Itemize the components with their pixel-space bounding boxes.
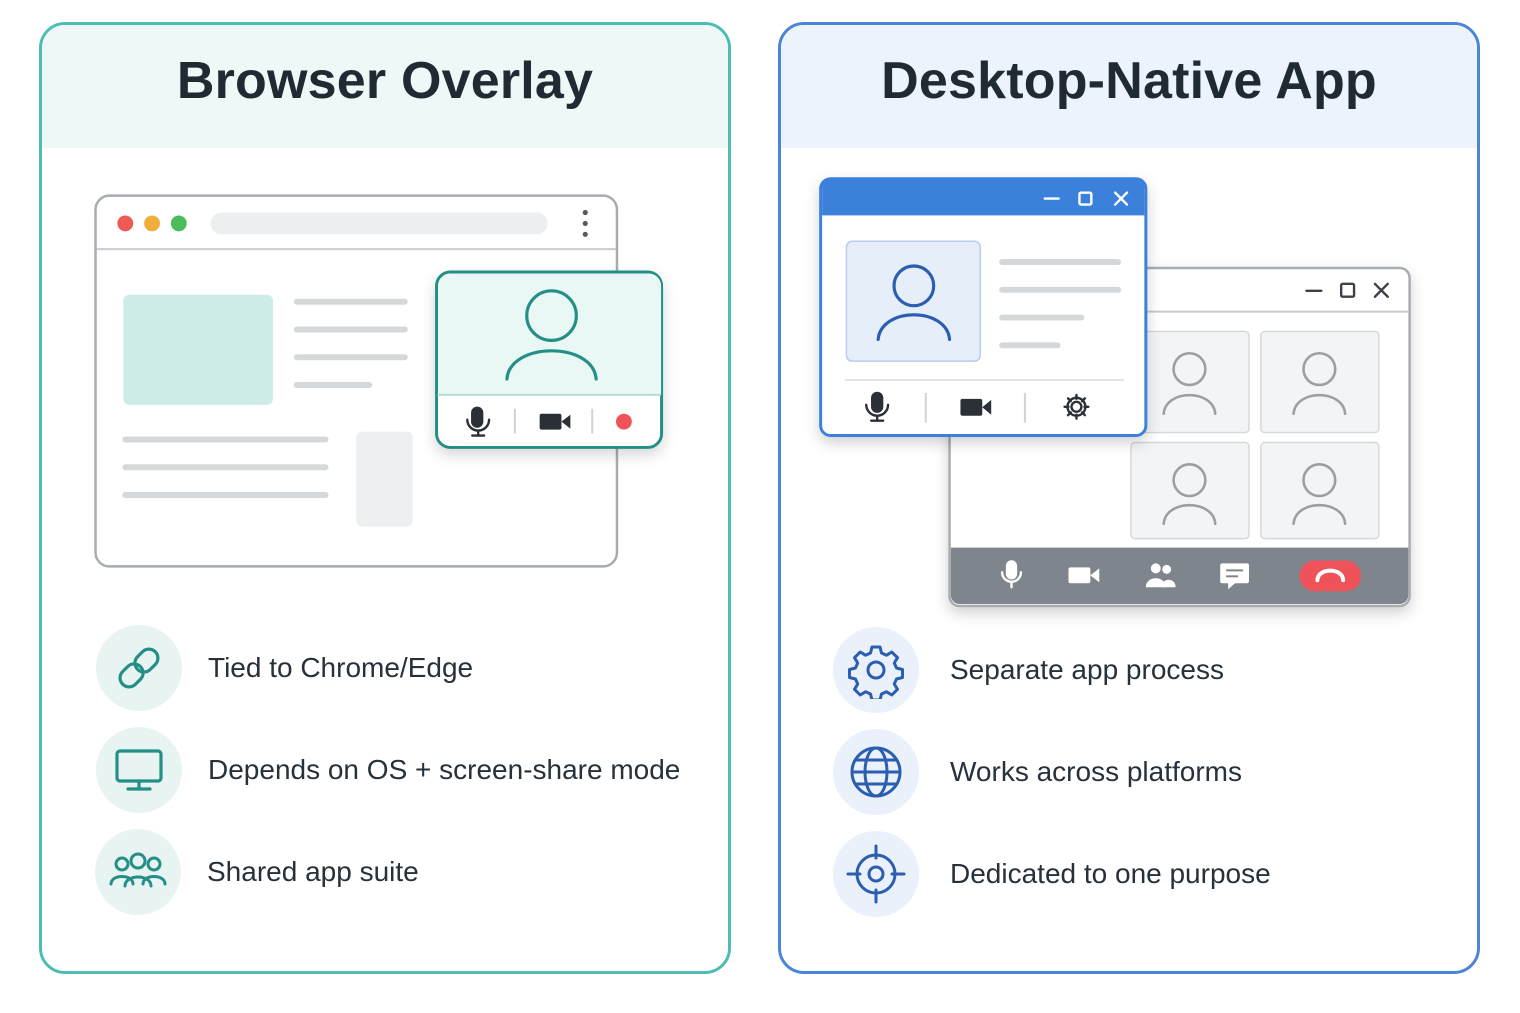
- feature-tied-to-browser: Tied to Chrome/Edge: [96, 625, 473, 711]
- self-view-avatar-icon: [876, 264, 952, 341]
- bar-participants-icon[interactable]: [1145, 563, 1176, 588]
- overlay-mic-icon: [466, 406, 491, 437]
- self-view-maximize-icon[interactable]: [1078, 191, 1093, 206]
- feature-os-dependency: Depends on OS + screen-share mode: [96, 727, 680, 813]
- meeting-close-icon[interactable]: [1373, 282, 1389, 298]
- bar-mic-icon[interactable]: [1000, 560, 1023, 589]
- window-maximize-dot: [170, 215, 187, 232]
- feature-label: Shared app suite: [207, 856, 419, 887]
- self-view-titlebar: [822, 179, 1145, 216]
- feature-label: Works across platforms: [950, 756, 1242, 787]
- self-view-video: [845, 240, 982, 362]
- self-view-mic-icon[interactable]: [865, 391, 890, 422]
- overlay-record-icon: [615, 413, 632, 430]
- self-view-text-lines: [999, 259, 1122, 349]
- globe-icon: [833, 729, 919, 815]
- self-view-settings-icon[interactable]: [1063, 393, 1090, 420]
- link-icon: [96, 625, 182, 711]
- self-view-camera-icon[interactable]: [960, 398, 992, 416]
- kebab-menu-icon: [582, 209, 588, 237]
- window-close-dot: [117, 215, 134, 232]
- overlay-camera-icon: [539, 413, 571, 430]
- bar-chat-icon[interactable]: [1220, 563, 1249, 590]
- gear-icon: [833, 627, 919, 713]
- feature-cross-platform: Works across platforms: [833, 729, 1242, 815]
- feature-dedicated-purpose: Dedicated to one purpose: [833, 831, 1271, 917]
- participant-tiles: [1130, 330, 1380, 540]
- desktop-native-illustration: [819, 177, 1411, 608]
- feature-separate-process: Separate app process: [833, 627, 1224, 713]
- content-text-lines: [122, 298, 408, 498]
- sidebar-placeholder: [356, 431, 413, 527]
- self-view-close-icon[interactable]: [1113, 191, 1129, 206]
- overlay-avatar-icon: [505, 289, 598, 381]
- address-bar: [210, 212, 548, 235]
- browser-overlay-title: Browser Overlay: [176, 51, 594, 110]
- call-control-bar: [950, 547, 1409, 605]
- feature-label: Tied to Chrome/Edge: [208, 652, 474, 683]
- desktop-native-panel: Desktop-Native App: [778, 22, 1480, 974]
- hang-up-button[interactable]: [1299, 560, 1361, 592]
- browser-overlay-illustration: [94, 194, 664, 568]
- meeting-maximize-icon[interactable]: [1339, 282, 1356, 298]
- browser-overlay-header: Browser Overlay: [42, 25, 728, 148]
- monitor-icon: [96, 727, 182, 813]
- target-icon: [833, 831, 919, 917]
- content-image-placeholder: [123, 294, 273, 405]
- feature-label: Separate app process: [950, 654, 1224, 685]
- window-minimize-dot: [144, 215, 160, 232]
- desktop-native-header: Desktop-Native App: [781, 25, 1477, 148]
- feature-label: Dedicated to one purpose: [950, 858, 1271, 889]
- feature-shared-suite: Shared app suite: [95, 829, 419, 915]
- desktop-native-title: Desktop-Native App: [881, 51, 1377, 110]
- self-view-window: [819, 177, 1148, 438]
- browser-overlay-panel: Browser Overlay: [39, 22, 731, 974]
- bar-camera-icon[interactable]: [1068, 567, 1100, 584]
- people-group-icon: [95, 829, 181, 915]
- feature-label: Depends on OS + screen-share mode: [208, 754, 681, 785]
